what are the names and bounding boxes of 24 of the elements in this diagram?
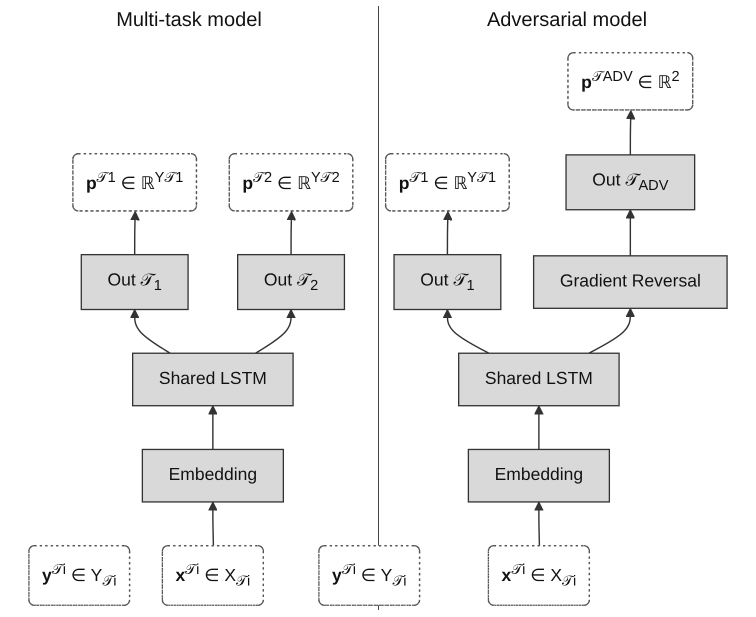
arrow xyxy=(442,309,490,354)
arrow xyxy=(255,309,296,354)
node-box: Embedding xyxy=(142,448,284,503)
arrow xyxy=(626,209,636,256)
arrow xyxy=(534,405,544,450)
node-box: Out 𝒯$_{1}$ xyxy=(393,254,502,310)
arrow xyxy=(626,110,636,155)
arrow xyxy=(286,211,296,255)
node-box: Embedding xyxy=(468,448,610,503)
arrow xyxy=(588,308,636,354)
node-box: Shared LSTM xyxy=(132,352,294,406)
panel-title: Adversarial model xyxy=(486,8,648,33)
node-box: Out 𝒯$_{ADV}$ xyxy=(565,154,696,210)
node-box: Shared LSTM xyxy=(458,352,620,406)
node-box: Out 𝒯$_{1}$ xyxy=(80,254,189,310)
panel-title: Multi-task model xyxy=(115,8,263,33)
arrow xyxy=(534,502,544,546)
arrow xyxy=(208,502,218,546)
arrow xyxy=(208,405,218,450)
node-box: Out 𝒯$_{2}$ xyxy=(237,254,346,310)
node-box: Gradient Reversal xyxy=(532,255,728,309)
arrow xyxy=(442,211,453,255)
arrow xyxy=(130,211,140,255)
arrow xyxy=(130,309,171,354)
